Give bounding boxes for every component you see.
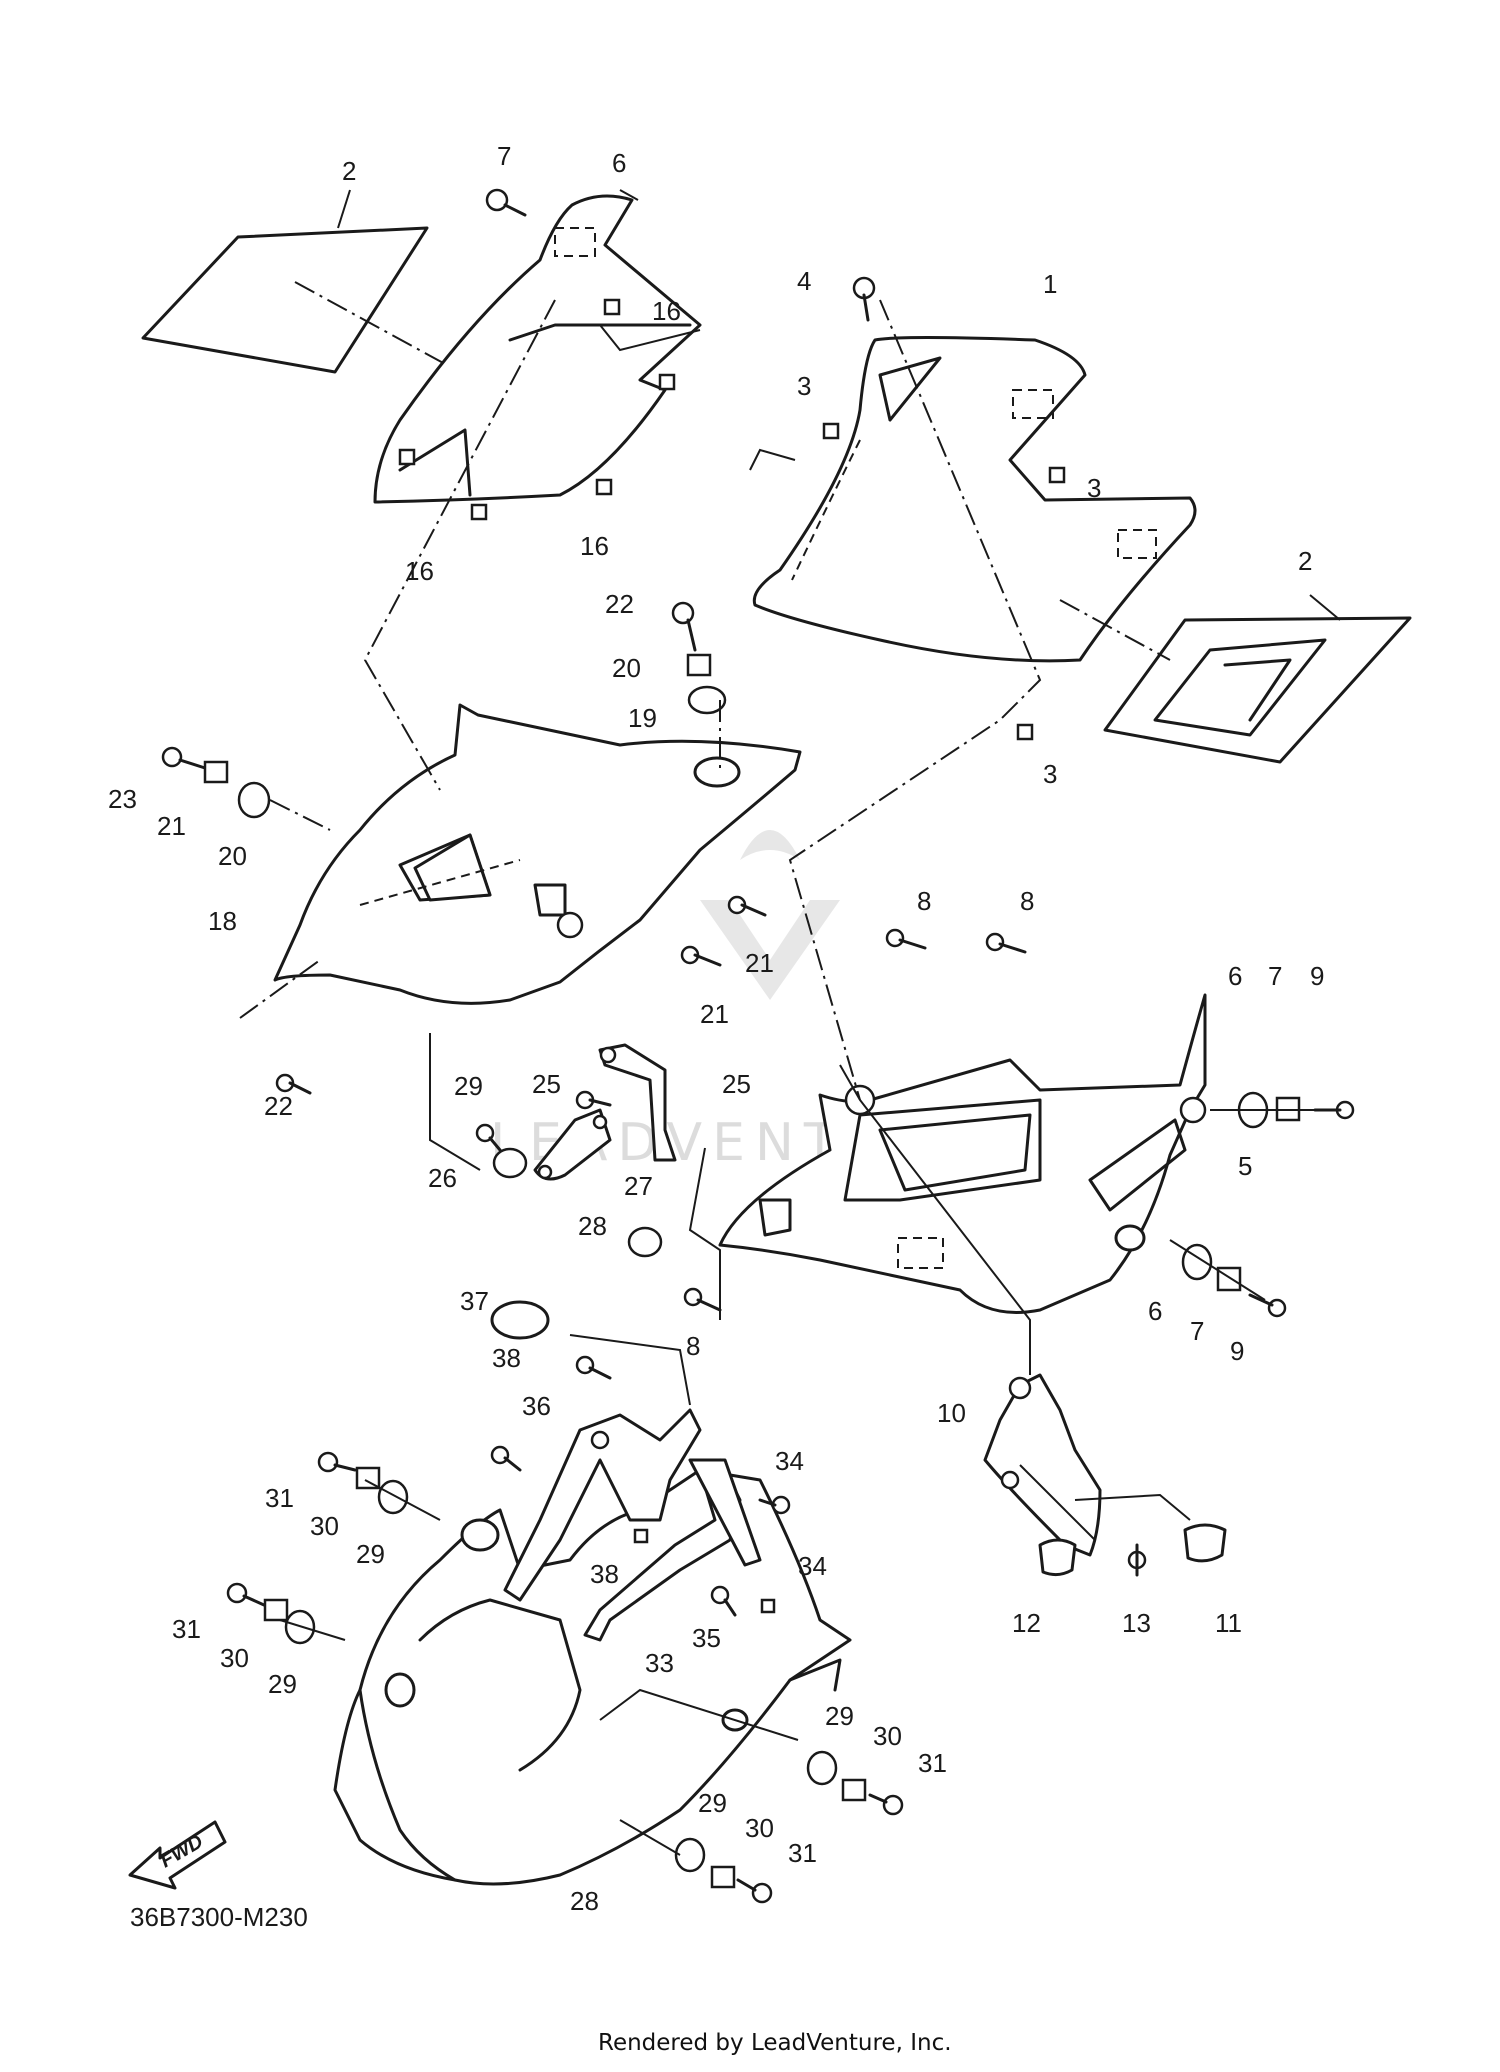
callout-4: 4	[797, 266, 811, 296]
callout-20b: 21	[157, 811, 186, 841]
part-1-side-panel	[752, 336, 1197, 663]
callout-38a: 38	[492, 1343, 521, 1373]
assembly-lines	[239, 299, 1330, 1856]
callout-36: 37	[460, 1286, 489, 1316]
part-36-ring	[490, 1300, 550, 1340]
callout-24: 25	[532, 1069, 561, 1099]
callout-31c: 31	[918, 1748, 947, 1778]
callout-34a: 34	[775, 1446, 804, 1476]
callout-7b: 7	[1190, 1316, 1204, 1346]
part-18-inner-panel	[273, 703, 802, 1005]
part-5-side-cowl	[718, 993, 1207, 1314]
callout-31b: 31	[172, 1614, 201, 1644]
callout-35: 36	[522, 1391, 551, 1421]
callout-28: 28	[570, 1886, 599, 1916]
callout-9a: 9	[1310, 961, 1324, 991]
callout-11: 11	[1215, 1608, 1242, 1638]
callout-31a: 31	[265, 1483, 294, 1513]
part-2-decal	[1103, 594, 1412, 764]
callout-12: 12	[1012, 1608, 1041, 1638]
callout-21b: 21	[700, 999, 729, 1029]
callout-19a: 19	[628, 703, 657, 733]
callout-30a: 30	[310, 1511, 339, 1541]
part-14-upper-panel	[373, 189, 702, 504]
callout-16a: 16	[652, 296, 681, 326]
callout-3b: 3	[1087, 473, 1101, 503]
part-23-bracket	[598, 1043, 677, 1162]
callout-16b: 16	[405, 556, 434, 586]
callout-19b: 20	[218, 841, 247, 871]
callout-20a: 20	[612, 653, 641, 683]
callout-22b: 23	[108, 784, 137, 814]
callout-31d: 31	[788, 1838, 817, 1868]
callout-29d: 29	[698, 1788, 727, 1818]
callout-7a: 7	[1268, 961, 1282, 991]
callout-2: 2	[1298, 546, 1312, 576]
diagram-code: 36B7300-M230	[130, 1902, 308, 1932]
callout-9b: 9	[1230, 1336, 1244, 1366]
callout-26: 28	[578, 1211, 607, 1241]
callout-1: 1	[1043, 269, 1057, 299]
callout-33: 34	[798, 1551, 827, 1581]
callout-8a: 8	[917, 886, 931, 916]
callout-21a: 21	[745, 948, 774, 978]
callout-30b: 30	[220, 1643, 249, 1673]
callout-17: 7	[497, 141, 511, 171]
callout-22a: 22	[605, 589, 634, 619]
part-11-cap	[1183, 1523, 1227, 1563]
callout-3a: 3	[797, 371, 811, 401]
callout-30c: 30	[873, 1721, 902, 1751]
part-32-stay	[583, 1458, 762, 1642]
part-35-stay	[503, 1408, 702, 1602]
callout-29c: 29	[825, 1701, 854, 1731]
callout-29b: 29	[268, 1669, 297, 1699]
callout-6b: 6	[1148, 1296, 1162, 1326]
callout-25b: 27	[624, 1171, 653, 1201]
part-12-cap	[1038, 1538, 1077, 1577]
callout-27: 29	[454, 1071, 483, 1101]
callout-34b: 35	[692, 1623, 721, 1653]
part-26-plate	[533, 1108, 612, 1181]
callout-21c: 22	[264, 1091, 293, 1121]
callout-30d: 30	[745, 1813, 774, 1843]
part-13-screw	[1127, 1543, 1147, 1577]
callout-15: 2	[342, 156, 356, 186]
callout-32: 33	[645, 1648, 674, 1678]
callout-10: 10	[937, 1398, 966, 1428]
callout-8b: 8	[1020, 886, 1034, 916]
callout-23: 25	[722, 1069, 751, 1099]
part-10-bracket	[983, 1373, 1102, 1557]
callout-25a: 26	[428, 1163, 457, 1193]
footer-credit: Rendered by LeadVenture, Inc.	[598, 2030, 952, 2056]
callout-5: 5	[1238, 1151, 1252, 1181]
fwd-arrow-icon: FWD	[128, 1820, 227, 1890]
callout-8c: 8	[686, 1331, 700, 1361]
callout-6a: 6	[1228, 961, 1242, 991]
callouts: 2 7 6 16 16 16 4 1 3 3 3 2 22 20 19 23 2…	[108, 141, 1324, 1916]
callout-18: 18	[208, 906, 237, 936]
callout-13: 13	[1122, 1608, 1151, 1638]
callout-37: 38	[590, 1559, 619, 1589]
callout-3c: 3	[1043, 759, 1057, 789]
callout-16c: 16	[580, 531, 609, 561]
callout-29a: 29	[356, 1539, 385, 1569]
callout-14: 6	[612, 148, 626, 178]
